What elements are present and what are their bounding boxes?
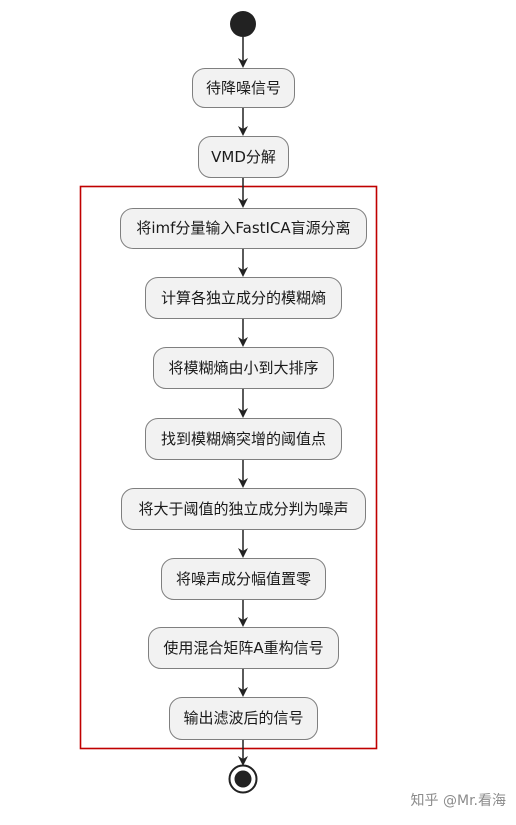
end-node bbox=[228, 764, 258, 794]
start-node bbox=[230, 11, 256, 37]
step-vmd-decomposition: VMD分解 bbox=[198, 136, 289, 178]
step-noisy-signal: 待降噪信号 bbox=[192, 68, 295, 108]
watermark: 知乎 @Mr.看海 bbox=[410, 793, 506, 809]
step-compute-fuzzy-entropy: 计算各独立成分的模糊熵 bbox=[145, 277, 342, 319]
step-reconstruct-signal: 使用混合矩阵A重构信号 bbox=[148, 627, 339, 669]
step-classify-noise: 将大于阈值的独立成分判为噪声 bbox=[121, 488, 366, 530]
step-fastica-separation: 将imf分量输入FastICA盲源分离 bbox=[120, 208, 367, 249]
step-find-threshold: 找到模糊熵突增的阈值点 bbox=[145, 418, 342, 460]
step-zero-noise: 将噪声成分幅值置零 bbox=[161, 558, 326, 600]
highlight-frame bbox=[79, 185, 378, 750]
step-output-signal: 输出滤波后的信号 bbox=[169, 697, 318, 740]
step-sort-entropy: 将模糊熵由小到大排序 bbox=[153, 347, 334, 389]
